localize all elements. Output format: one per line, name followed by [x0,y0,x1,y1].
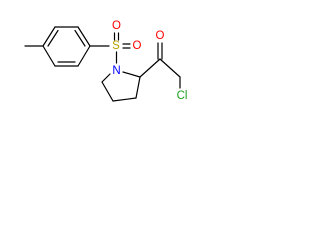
atom-nitrogen: N [112,65,120,77]
atom-oxygen-ketone: O [156,30,165,42]
bond-c3-c4 [112,97,137,102]
chloroacetyl-chain [139,42,181,89]
bond-c2-c3 [135,76,141,99]
bond-ring-3 [77,26,91,47]
bond-ring-inner-2 [74,29,86,47]
toluene-ring [24,26,91,67]
sulfonyl-group [89,32,131,64]
atom-oxygen-right: O [133,40,142,52]
bond-ring-1 [42,26,56,47]
bond-ring-inner-1 [47,29,59,47]
atom-oxygen-top: O [112,20,121,32]
bond-c2-ketone-c [139,58,161,78]
pyrrolidine-ring [101,71,141,102]
atom-sulfur: S [112,40,120,52]
bond-ring-4 [77,45,91,67]
bond-c5-n [101,73,111,83]
atom-chlorine: Cl [177,90,188,102]
bond-n-c2 [122,71,141,78]
molecule-structure: S O O N O Cl [24,20,188,102]
bond-c4-c5 [101,81,114,102]
bond-ketone-ch2 [159,58,181,78]
bond-ring-6 [42,45,56,67]
